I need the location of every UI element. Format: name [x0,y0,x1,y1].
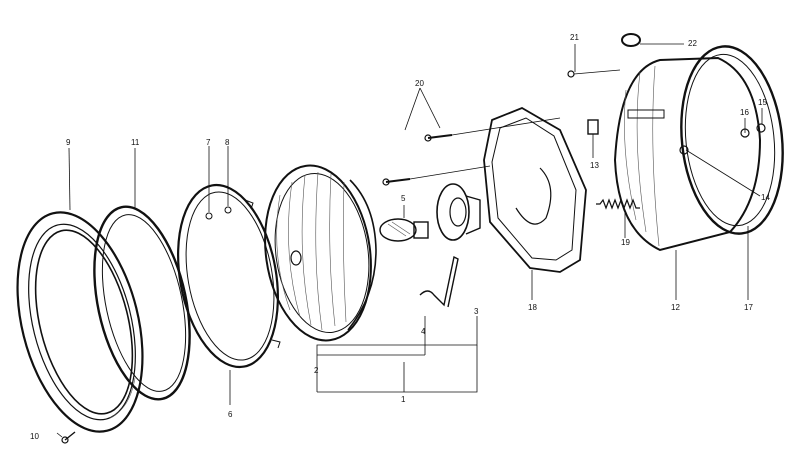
callout-22: 22 [688,39,697,48]
callout-12: 12 [671,303,680,312]
part-bulb-holder [436,183,481,241]
callout-8: 8 [225,138,230,147]
callout-7: 7 [206,138,211,147]
callout-10: 10 [30,432,39,441]
callout-19: 19 [621,238,630,247]
callout-21: 21 [570,33,579,42]
callout-6: 6 [228,410,233,419]
part-screw-10 [61,431,76,444]
callout-9: 9 [66,138,71,147]
part-seal-ring [93,205,191,401]
part-outer-bezel-ring [16,211,144,433]
part-screw-and-grommet [567,33,641,78]
callout-11: 11 [131,138,140,147]
callout-13: 13 [590,161,599,170]
callout-18: 18 [528,303,537,312]
callout-16: 16 [740,108,749,117]
part-housing-rim [680,45,784,235]
callout-labels: 1 2 3 4 5 6 7 8 9 10 11 12 13 14 15 16 1… [30,33,770,441]
part-housing-shell [613,56,762,252]
callout-15: 15 [758,98,767,107]
part-mounting-plate [483,107,587,273]
callout-4: 4 [421,327,426,336]
callout-1: 1 [401,395,406,404]
part-bulb [379,218,429,242]
part-spring-clip [419,255,459,308]
part-headlamp-lens [264,164,377,342]
callout-3: 3 [474,307,479,316]
callout-5: 5 [401,194,406,203]
callout-2: 2 [314,366,319,375]
callout-14: 14 [761,193,770,202]
part-spring [596,198,640,210]
part-adjusting-screws [382,117,561,186]
part-retaining-ring [177,183,281,369]
part-clip [587,119,599,135]
callout-17: 17 [744,303,753,312]
callout-20: 20 [415,79,424,88]
leader-lines [56,43,763,438]
